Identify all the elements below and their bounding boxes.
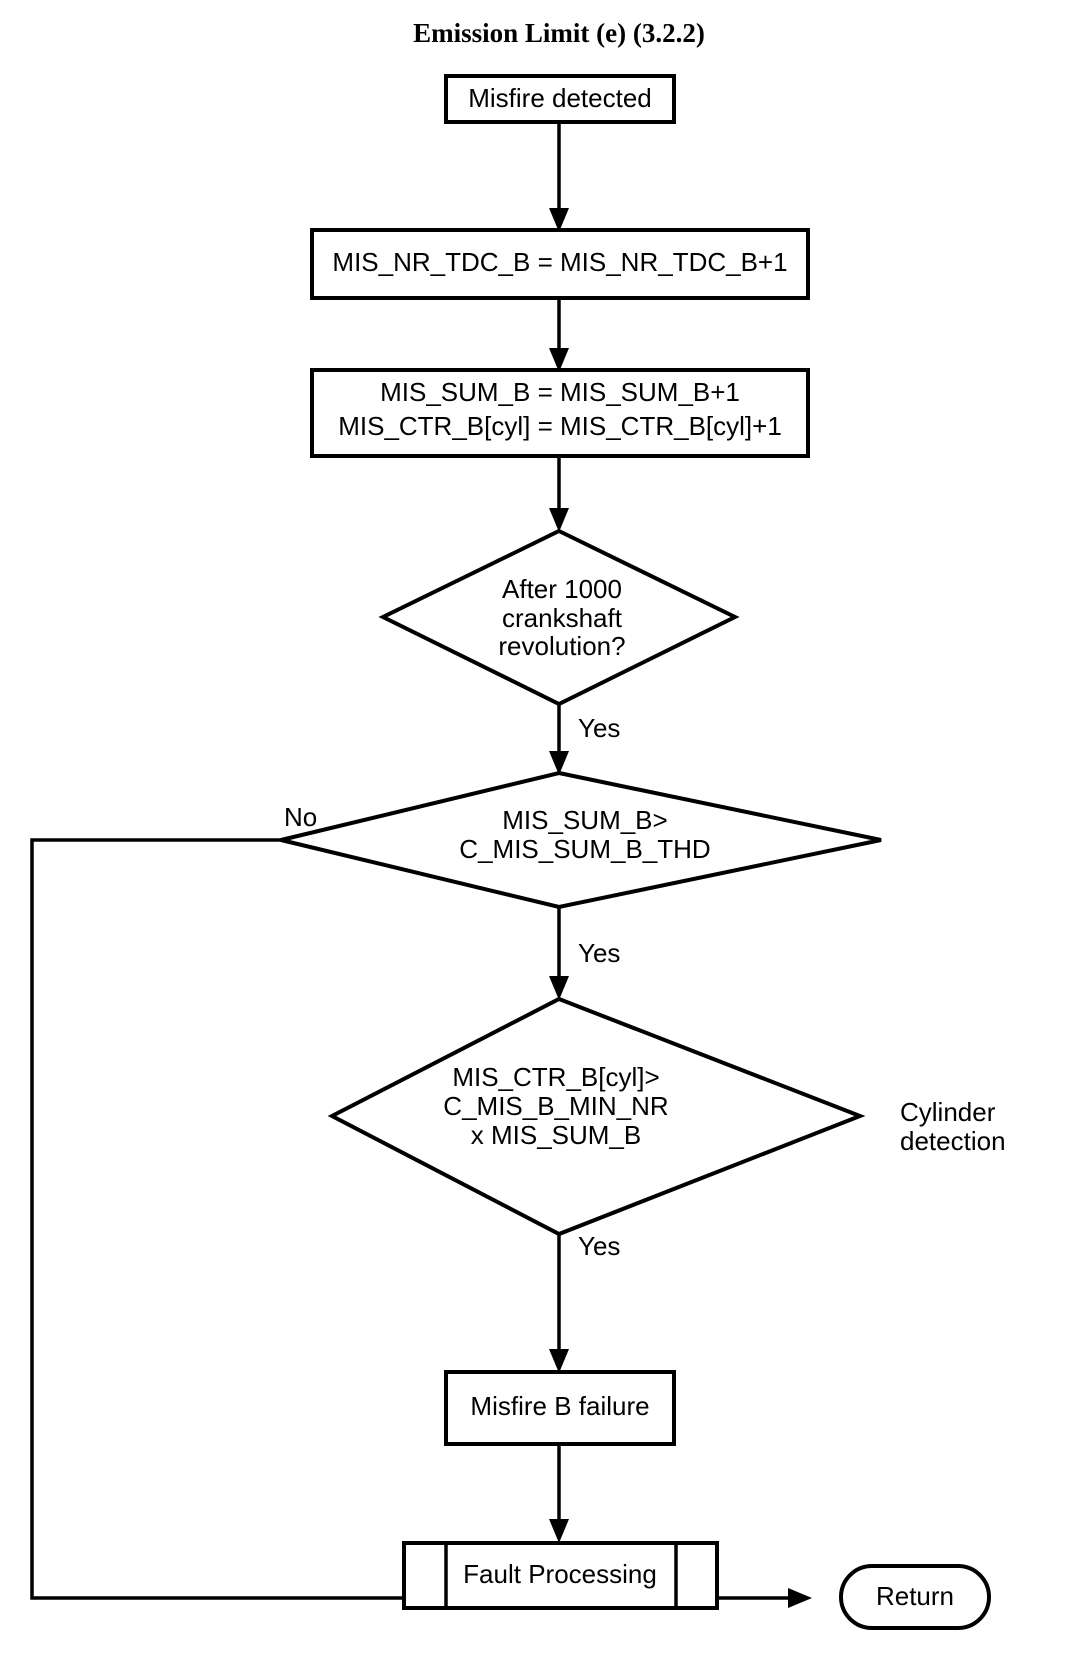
edge-incr-sum-to-decision-rev-arrowhead	[549, 508, 569, 532]
node-decision-ctr-threshold: MIS_CTR_B[cyl]> C_MIS_B_MIN_NR x MIS_SUM…	[327, 996, 866, 1237]
node-return-box	[839, 1564, 991, 1630]
edge-decision-ctr-yes-arrowhead	[549, 1349, 569, 1373]
node-decision-revolution-line1: After 1000	[502, 574, 622, 604]
node-decision-revolution-line2: crankshaft	[502, 603, 623, 633]
node-decision-ctr-threshold-line3: x MIS_SUM_B	[471, 1120, 642, 1150]
node-misfire-detected: Misfire detected	[444, 74, 676, 124]
edge-decision-sum-no-loop-arrowhead	[788, 1588, 812, 1608]
node-misfire-detected-label: Misfire detected	[468, 83, 652, 113]
edge-decision-sum-yes-arrowhead	[549, 976, 569, 1000]
edge-decision-sum-yes: Yes	[549, 907, 620, 1000]
annotation-cylinder-detection-line1: Cylinder	[900, 1097, 996, 1127]
edge-decision-ctr-yes: Yes	[549, 1231, 620, 1373]
node-incr-nr-tdc-label: MIS_NR_TDC_B = MIS_NR_TDC_B+1	[332, 247, 787, 277]
node-fault-processing: Fault Processing	[402, 1541, 719, 1610]
edge-start-to-incr-tdc	[549, 122, 569, 232]
node-return-label: Return	[876, 1581, 954, 1611]
node-return: Return	[839, 1564, 991, 1630]
node-decision-ctr-threshold-line1: MIS_CTR_B[cyl]>	[452, 1062, 659, 1092]
edge-decision-rev-yes: Yes	[549, 704, 620, 775]
node-incr-nr-tdc: MIS_NR_TDC_B = MIS_NR_TDC_B+1	[310, 228, 810, 300]
edge-decision-rev-yes-arrowhead	[549, 751, 569, 775]
page-title: Emission Limit (e) (3.2.2)	[413, 18, 705, 48]
node-incr-sum-ctr: MIS_SUM_B = MIS_SUM_B+1 MIS_CTR_B[cyl] =…	[310, 368, 810, 458]
node-decision-sum-threshold-line1: MIS_SUM_B>	[502, 805, 667, 835]
node-decision-revolution-line3: revolution?	[498, 631, 625, 661]
edge-incr-sum-to-decision-rev	[549, 456, 569, 532]
annotation-cylinder-detection: Cylinder detection	[900, 1097, 1006, 1156]
edge-label-sum-no: No	[284, 802, 317, 832]
node-fault-processing-box	[402, 1541, 719, 1610]
node-incr-sum-ctr-line1: MIS_SUM_B = MIS_SUM_B+1	[380, 377, 740, 407]
node-fault-processing-label: Fault Processing	[463, 1559, 657, 1589]
edge-incr-tdc-to-incr-sum	[549, 298, 569, 372]
edge-failure-to-fault-processing-arrowhead	[549, 1519, 569, 1543]
node-decision-revolution: After 1000 crankshaft revolution?	[378, 528, 740, 707]
edge-incr-tdc-to-incr-sum-arrowhead	[549, 348, 569, 372]
node-misfire-b-failure-label: Misfire B failure	[470, 1391, 649, 1421]
edge-label-sum-yes: Yes	[578, 938, 620, 968]
edge-label-rev-yes: Yes	[578, 713, 620, 743]
node-decision-sum-threshold: MIS_SUM_B> C_MIS_SUM_B_THD No	[280, 770, 882, 910]
node-misfire-b-failure-box	[444, 1370, 676, 1446]
node-incr-sum-ctr-line2: MIS_CTR_B[cyl] = MIS_CTR_B[cyl]+1	[338, 411, 782, 441]
edge-decision-sum-no-loop	[30, 838, 812, 1608]
node-misfire-b-failure: Misfire B failure	[444, 1370, 676, 1446]
node-incr-nr-tdc-box	[310, 228, 810, 300]
node-decision-ctr-threshold-line2: C_MIS_B_MIN_NR	[443, 1091, 668, 1121]
edge-decision-sum-no-loop-path	[30, 838, 798, 1600]
edge-failure-to-fault-processing	[549, 1444, 569, 1543]
edge-start-to-incr-tdc-arrowhead	[549, 208, 569, 232]
node-incr-sum-ctr-box	[310, 368, 810, 458]
node-decision-sum-threshold-line2: C_MIS_SUM_B_THD	[459, 834, 710, 864]
annotation-cylinder-detection-line2: detection	[900, 1126, 1006, 1156]
edge-label-ctr-yes: Yes	[578, 1231, 620, 1261]
